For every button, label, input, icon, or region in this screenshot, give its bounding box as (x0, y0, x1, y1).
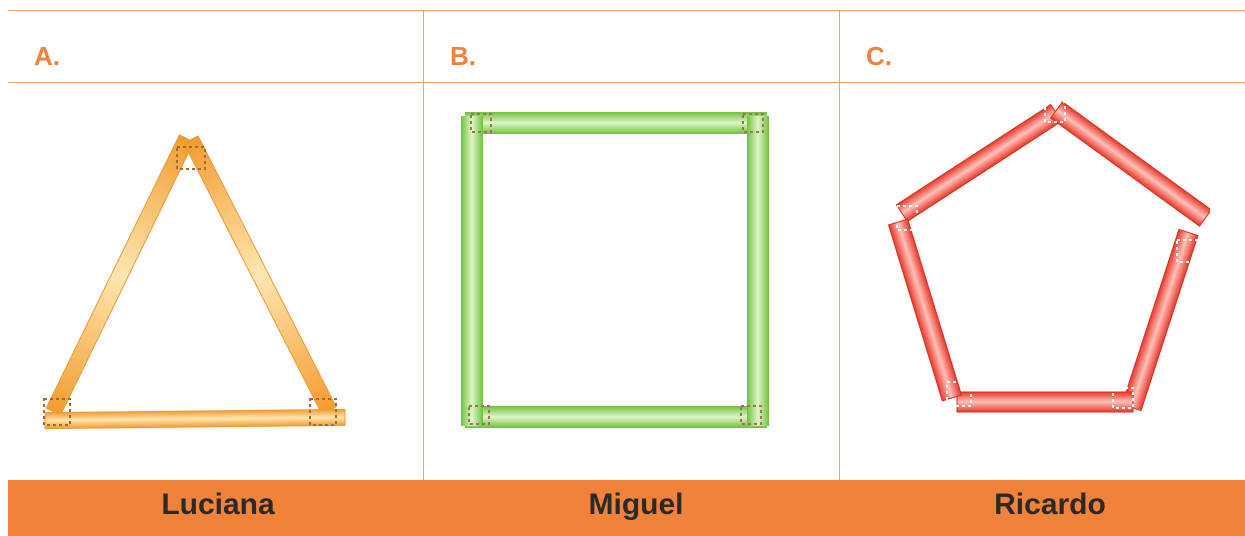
straw-lower-left (889, 219, 962, 401)
straw-upper-left (896, 105, 1061, 222)
straw-right (747, 116, 769, 426)
straw-left (46, 135, 194, 415)
pentagon-straws (885, 90, 1210, 420)
straw-right (184, 136, 336, 414)
panel-a-letter: A. (34, 41, 60, 72)
straw-bottom (957, 392, 1133, 412)
name-ricardo: Ricardo (900, 488, 1200, 522)
straw-upper-right (1051, 102, 1210, 226)
straw-lower-right (1122, 229, 1198, 410)
panel-b-letter: B. (450, 41, 476, 72)
joint-marks (44, 147, 336, 425)
panel-c-letter: C. (866, 41, 892, 72)
name-miguel: Miguel (486, 488, 786, 522)
straw-bottom (465, 406, 767, 428)
straw-top (465, 112, 767, 134)
name-luciana: Luciana (68, 488, 368, 522)
triangle-straws (30, 125, 360, 445)
square-straws (455, 108, 775, 438)
names-bar: Luciana Miguel Ricardo (8, 480, 1245, 536)
joint-marks (469, 114, 763, 424)
straw-bottom (45, 409, 345, 428)
straw-left (461, 116, 483, 426)
